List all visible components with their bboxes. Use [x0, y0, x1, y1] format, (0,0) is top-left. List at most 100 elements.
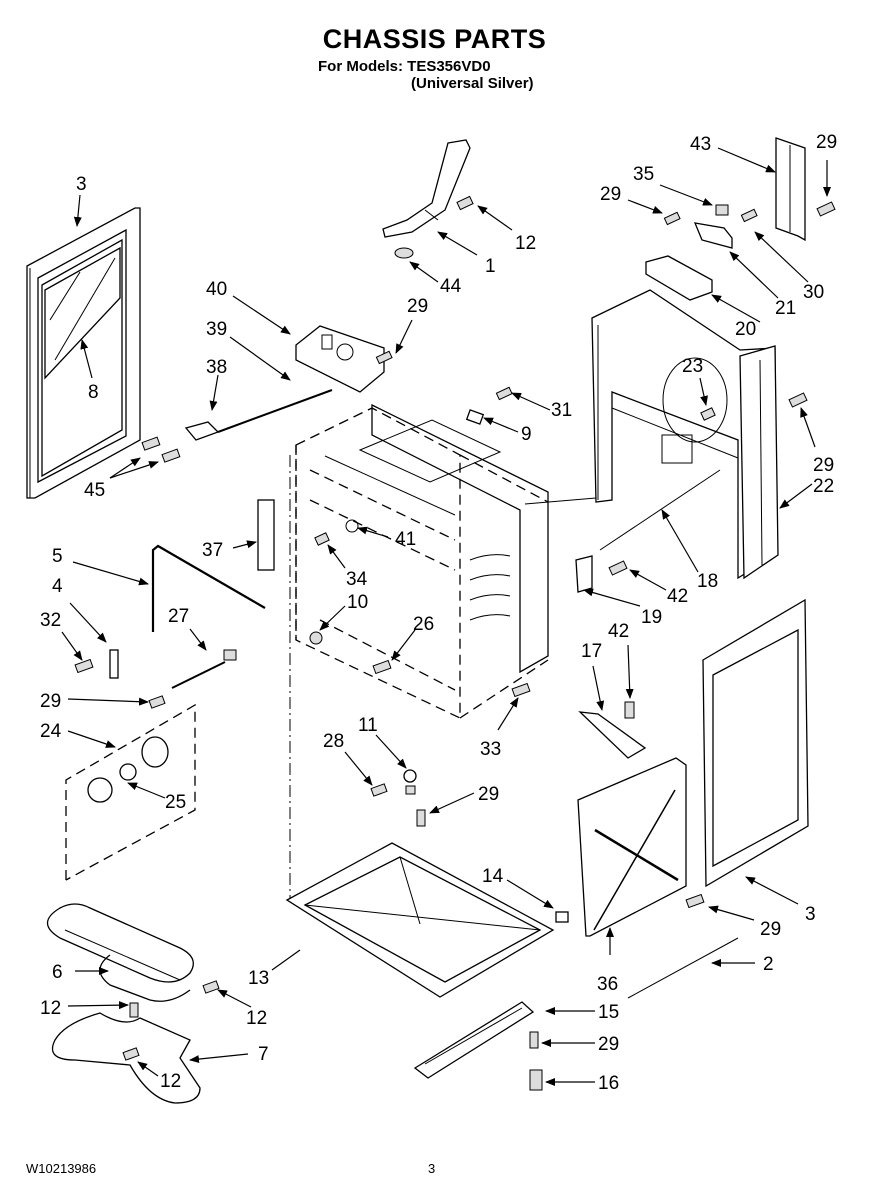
callout-36: 36 [597, 974, 618, 995]
callout-20: 20 [735, 319, 756, 340]
screw-34 [314, 532, 330, 546]
callout-41: 41 [395, 529, 416, 550]
bake-element-5 [151, 544, 266, 632]
wire-2 [627, 937, 739, 999]
light-assembly-24 [65, 703, 196, 881]
screw-30 [740, 208, 758, 223]
page-number: 3 [428, 1161, 436, 1176]
color-line: (Universal Silver) [411, 75, 534, 92]
callout-44: 44 [440, 276, 462, 297]
callout-22: 22 [813, 476, 834, 497]
callout-33: 33 [480, 739, 501, 760]
callout-42: 42 [667, 586, 688, 607]
callout-29: 29 [813, 455, 834, 476]
callout-29: 29 [760, 919, 781, 940]
oven-door-frame-left [26, 207, 141, 499]
leveler-16 [529, 1069, 543, 1091]
callout-23: 23 [682, 356, 703, 377]
callout-8: 8 [88, 382, 99, 403]
screw-12-top [456, 195, 474, 211]
callout-25: 25 [165, 792, 186, 813]
models-line: For Models: TES356VD0 [318, 58, 491, 75]
callout-12: 12 [40, 998, 61, 1019]
screw-33 [511, 682, 531, 698]
screw-12-elements [122, 980, 220, 1061]
panel-36 [577, 757, 687, 937]
bracket-part-1 [382, 139, 471, 238]
oven-cavity [295, 403, 549, 720]
callout-5: 5 [52, 546, 63, 567]
thermostat-10 [309, 631, 323, 645]
screw-31 [495, 386, 513, 401]
bracket-37 [257, 499, 275, 571]
callout-1: 1 [485, 256, 496, 277]
screw-32 [74, 658, 94, 674]
nut-35 [715, 204, 729, 216]
rear-panel-18 [591, 289, 776, 580]
screws-45 [141, 436, 181, 463]
screw-28 [370, 783, 388, 797]
screw-29-top-right [816, 201, 836, 217]
callout-2: 2 [763, 954, 774, 975]
leveling-rail-15 [413, 1001, 535, 1079]
bake-element-7 [51, 1012, 201, 1104]
callout-29: 29 [600, 184, 621, 205]
probe-27 [171, 649, 237, 689]
callout-16: 16 [598, 1073, 619, 1094]
callout-28: 28 [323, 731, 344, 752]
sensor-41 [345, 519, 359, 533]
callout-43: 43 [690, 134, 711, 155]
oven-door-frame-right [702, 598, 809, 888]
bracket-11 [403, 769, 417, 795]
callout-39: 39 [206, 319, 227, 340]
clip-19 [575, 555, 593, 593]
grommet-44 [394, 247, 414, 259]
document-number: W10213986 [26, 1161, 97, 1176]
broil-element-6 [46, 903, 194, 1002]
callout-15: 15 [598, 1002, 619, 1023]
screw-29-rail [529, 1031, 539, 1049]
guideline-rear [524, 497, 597, 505]
callout-17: 17 [581, 641, 602, 662]
rod-39 [217, 389, 333, 433]
screw-29-right [788, 392, 808, 408]
callout-19: 19 [641, 607, 662, 628]
callout-29: 29 [816, 132, 837, 153]
screw-29-top [663, 211, 681, 226]
callout-27: 27 [168, 606, 189, 627]
screw-29-center [416, 809, 426, 827]
callout-26: 26 [413, 614, 434, 635]
bracket-17 [578, 711, 647, 759]
callout-11: 11 [358, 715, 378, 736]
callout-42: 42 [608, 621, 629, 642]
callout-6: 6 [52, 962, 63, 983]
callout-14: 14 [482, 866, 504, 887]
callout-12: 12 [515, 233, 536, 254]
clip-14 [555, 911, 569, 923]
channel-43 [775, 137, 806, 242]
callout-29: 29 [407, 296, 428, 317]
terminal-block-21 [693, 222, 733, 249]
callout-29: 29 [478, 784, 499, 805]
bracket-4 [109, 649, 119, 679]
callout-4: 4 [52, 576, 63, 597]
callout-32: 32 [40, 610, 61, 631]
screw-29-right-bottom [685, 893, 705, 909]
screw-29-left [148, 695, 166, 709]
guideline-rear-2 [599, 469, 721, 551]
callout-40: 40 [206, 279, 227, 300]
callout-3: 3 [76, 174, 87, 195]
callout-45: 45 [84, 480, 105, 501]
callout-37: 37 [202, 540, 223, 561]
callout-7: 7 [258, 1044, 269, 1065]
oven-window-glass [44, 246, 121, 380]
bracket-20 [645, 255, 713, 301]
callout-12: 12 [160, 1071, 181, 1092]
callout-29: 29 [598, 1034, 619, 1055]
screw-26 [372, 659, 392, 675]
bottom-pan-13 [285, 842, 555, 998]
callout-31: 31 [551, 400, 572, 421]
callout-34: 34 [346, 569, 368, 590]
callout-3: 3 [805, 904, 816, 925]
